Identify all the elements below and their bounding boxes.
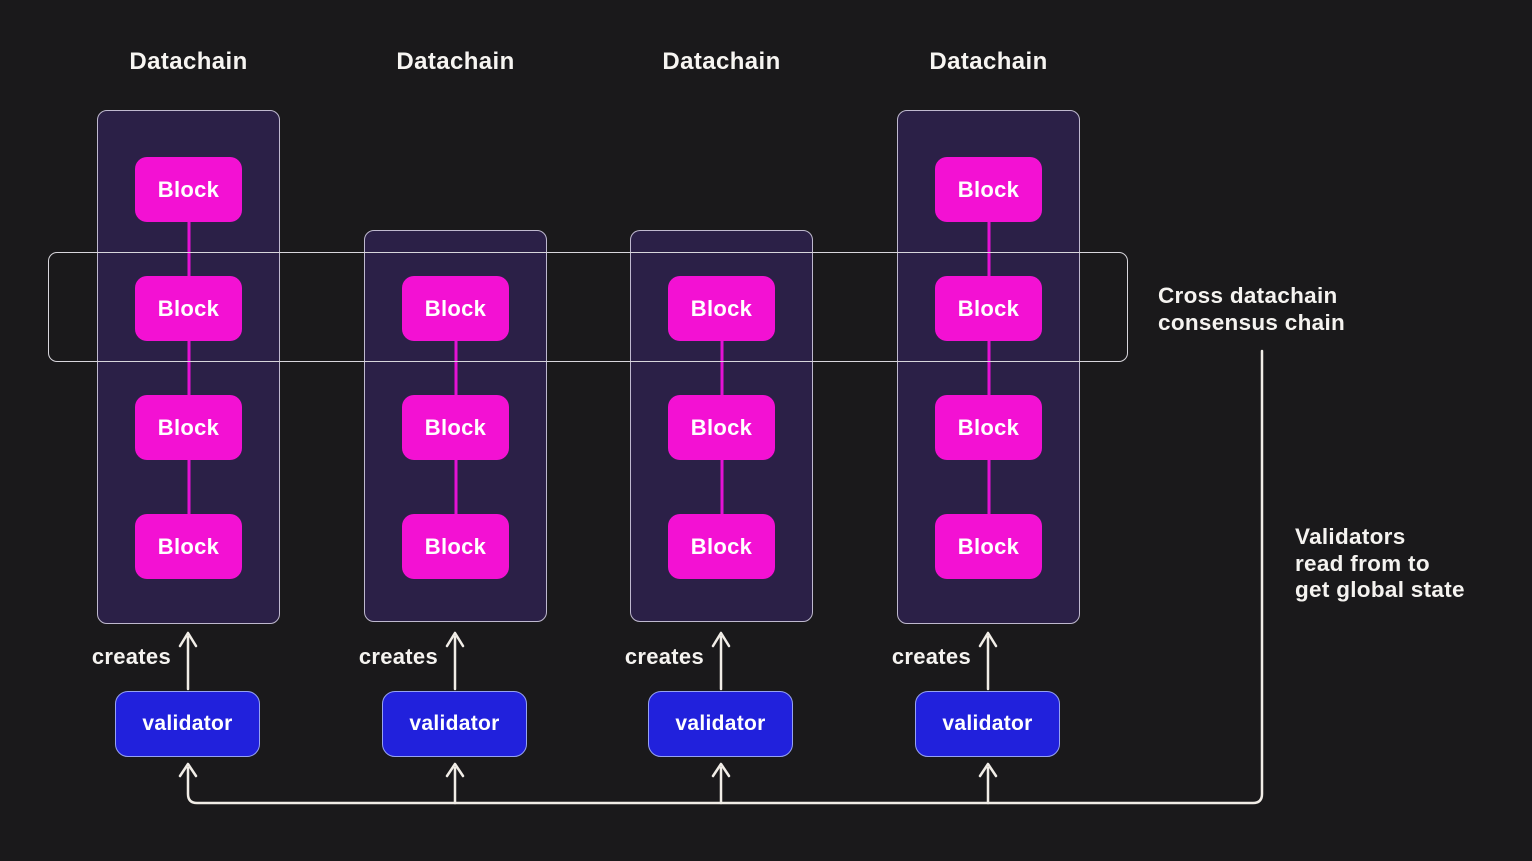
arrow-up-icon: [178, 631, 198, 648]
datachain-title-4: Datachain: [929, 48, 1048, 75]
block-node: Block: [668, 276, 775, 341]
arrow-up-icon: [445, 762, 465, 778]
validator-node-2: validator: [382, 691, 527, 757]
validator-bus-line: [186, 349, 1264, 805]
arrow-up-icon: [711, 762, 731, 778]
block-connector-line: [187, 189, 190, 545]
block-node: Block: [135, 514, 242, 579]
block-node: Block: [668, 514, 775, 579]
validator-node-4: validator: [915, 691, 1060, 757]
arrow-up-icon: [978, 631, 998, 648]
creates-label-1: creates: [91, 644, 171, 669]
creates-label-4: creates: [891, 644, 971, 669]
arrow-up-icon: [978, 762, 998, 778]
block-node: Block: [935, 157, 1042, 222]
block-node: Block: [935, 276, 1042, 341]
validators-read-note-line2: read from to: [1295, 550, 1430, 576]
consensus-chain-label-line1: Cross datachain: [1158, 283, 1338, 308]
block-node: Block: [402, 395, 509, 460]
block-node: Block: [935, 395, 1042, 460]
consensus-chain-label-line2: consensus chain: [1158, 310, 1346, 335]
block-node: Block: [135, 276, 242, 341]
creates-label-3: creates: [624, 644, 704, 669]
datachain-container-1: Block Block Block Block: [97, 110, 280, 624]
datachain-title-3: Datachain: [662, 48, 781, 75]
consensus-chain-label: Cross datachain consensus chain: [1158, 282, 1345, 336]
validators-read-note-line3: get global state: [1295, 577, 1465, 602]
block-node: Block: [135, 395, 242, 460]
block-node: Block: [668, 395, 775, 460]
datachain-container-4: Block Block Block Block: [897, 110, 1080, 624]
block-node: Block: [402, 514, 509, 579]
validators-read-note: Validators read from to get global state: [1295, 524, 1465, 604]
block-connector-line: [987, 189, 990, 545]
datachain-container-3: Block Block Block: [630, 230, 813, 622]
arrow-up-icon: [178, 762, 198, 778]
validator-node-1: validator: [115, 691, 260, 757]
datachain-title-2: Datachain: [396, 48, 515, 75]
block-node: Block: [135, 157, 242, 222]
block-node: Block: [402, 276, 509, 341]
datachain-title-1: Datachain: [129, 48, 248, 75]
arrow-up-icon: [711, 631, 731, 648]
creates-label-2: creates: [358, 644, 438, 669]
arrow-up-icon: [445, 631, 465, 648]
validator-node-3: validator: [648, 691, 793, 757]
validators-read-note-line1: Validators: [1295, 524, 1406, 549]
datachain-container-2: Block Block Block: [364, 230, 547, 622]
block-node: Block: [935, 514, 1042, 579]
